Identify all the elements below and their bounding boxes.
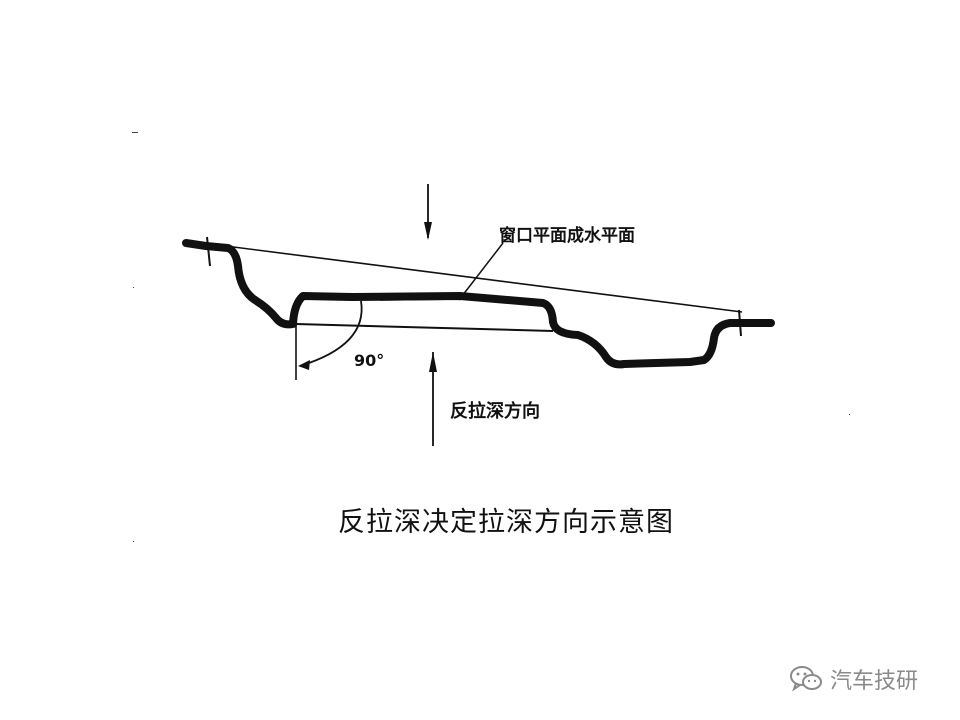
part-profile bbox=[182, 239, 775, 369]
window-inner-line bbox=[379, 298, 469, 301]
diagram-caption: 反拉深决定拉深方向示意图 bbox=[338, 507, 674, 538]
label-leader-line bbox=[458, 242, 504, 301]
angle-arrowhead bbox=[298, 360, 310, 370]
angle-label: 90° bbox=[354, 351, 384, 370]
scan-speck bbox=[133, 287, 134, 288]
angle-arc bbox=[299, 300, 363, 367]
scan-speck bbox=[132, 132, 138, 133]
left-flange-tick bbox=[206, 236, 211, 267]
top-arrowhead bbox=[424, 222, 432, 240]
right-flange-tick bbox=[738, 309, 742, 337]
window-plane-label: 窗口平面成水平面 bbox=[499, 225, 635, 246]
direction-arrowhead bbox=[429, 352, 437, 372]
watermark: 汽车技研 bbox=[788, 663, 918, 695]
scan-speck bbox=[133, 541, 134, 542]
watermark-text: 汽车技研 bbox=[830, 669, 919, 694]
direction-label: 反拉深方向 bbox=[450, 400, 540, 422]
wechat-icon bbox=[790, 666, 822, 692]
scan-speck bbox=[849, 414, 850, 415]
window-plane-line bbox=[295, 323, 554, 332]
